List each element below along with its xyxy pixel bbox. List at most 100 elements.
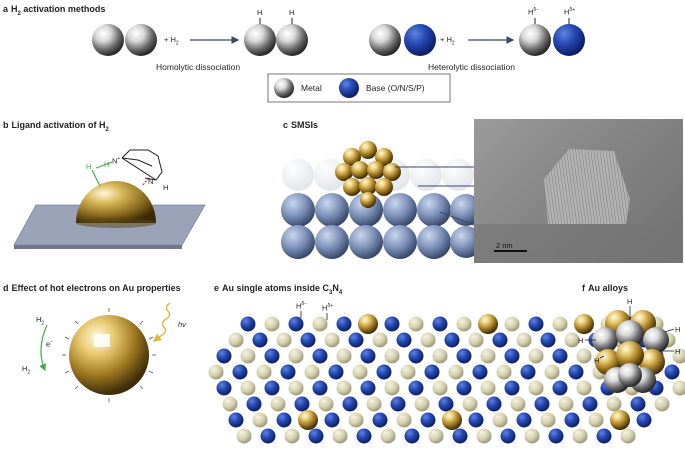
- carbon-atom: [480, 348, 496, 364]
- nitrogen-atom: [404, 428, 420, 444]
- nitrogen-atom: [376, 364, 392, 380]
- alloy-h-label: H: [675, 325, 681, 334]
- n-plus-label: N+: [112, 156, 121, 166]
- carbon-atom: [480, 380, 496, 396]
- nitrogen-atom: [264, 380, 280, 396]
- gold-dome-base: [76, 218, 156, 228]
- metal-sphere: [519, 24, 551, 56]
- highlight: [94, 334, 110, 347]
- carbon-atom: [380, 428, 396, 444]
- alloy-h-label: H: [578, 336, 584, 345]
- alloy-h-label: H: [627, 297, 633, 306]
- carbon-atom: [318, 396, 334, 412]
- supported-particle: [544, 149, 630, 224]
- nitrogen-atom: [548, 428, 564, 444]
- nitrogen-atom: [596, 428, 612, 444]
- nitrogen-atom: [552, 380, 568, 396]
- carbon-atom: [420, 332, 436, 348]
- nitrogen-atom: [456, 348, 472, 364]
- scale-bar-label: 2 nm: [496, 241, 513, 250]
- support-slab-edge: [14, 245, 182, 249]
- carbon-atom: [576, 348, 592, 364]
- hv-wave-arrow: [152, 333, 163, 342]
- nitrogen-atom: [312, 348, 328, 364]
- panel-c-graphics: [281, 141, 546, 259]
- nitrogen-atom: [630, 396, 646, 412]
- carbon-atom: [492, 412, 508, 428]
- panel-d-graphics: [39, 302, 171, 402]
- h2-bottom-label: H2: [22, 364, 31, 376]
- carbon-atom: [432, 380, 448, 396]
- red-bond: [142, 175, 151, 186]
- carbon-atom: [400, 364, 416, 380]
- nitrogen-atom: [552, 348, 568, 364]
- carbon-atom: [332, 428, 348, 444]
- carbon-atom: [384, 348, 400, 364]
- au-single-atom: [358, 314, 378, 334]
- nitrogen-atom: [240, 316, 256, 332]
- carbon-atom: [558, 396, 574, 412]
- nitrogen-atom: [300, 332, 316, 348]
- nitrogen-atom: [356, 428, 372, 444]
- heterolytic-caption: Heterolytic dissociation: [428, 62, 515, 72]
- carbon-atom: [240, 348, 256, 364]
- nitrogen-atom: [500, 428, 516, 444]
- nitrogen-atom: [472, 364, 488, 380]
- nitrogen-atom: [348, 332, 364, 348]
- panel-letter: c: [283, 120, 289, 130]
- carbon-atom: [324, 332, 340, 348]
- base-sphere: [553, 24, 585, 56]
- ligand-skeleton: [121, 157, 153, 167]
- surface-electrons: [62, 308, 156, 402]
- nitrogen-atom: [246, 396, 262, 412]
- alloy-atom: [616, 341, 644, 369]
- nitrogen-atom: [228, 412, 244, 428]
- h-atom-label: H: [289, 8, 295, 17]
- carbon-atom: [366, 396, 382, 412]
- nitrogen-atom: [636, 412, 652, 428]
- nitrogen-atom: [360, 348, 376, 364]
- carbon-atom: [222, 396, 238, 412]
- carbon-atom: [372, 332, 388, 348]
- nitrogen-atom: [444, 332, 460, 348]
- tem-texture: [474, 149, 683, 263]
- carbon-atom: [276, 332, 292, 348]
- nitrogen-atom: [504, 380, 520, 396]
- carbon-atom: [576, 380, 592, 396]
- carbon-atom: [654, 396, 670, 412]
- nitrogen-atom: [540, 332, 556, 348]
- nitrogen-atom: [564, 412, 580, 428]
- nitrogen-atom: [328, 364, 344, 380]
- carbon-atom: [336, 380, 352, 396]
- carbon-atom: [504, 316, 520, 332]
- nitrogen-atom: [294, 396, 310, 412]
- ligand-skeleton: [121, 149, 163, 181]
- alloy-atom: [616, 320, 644, 348]
- legend-metal-swatch: [274, 78, 294, 98]
- h-delta-minus-label: Hδ−: [528, 7, 540, 17]
- carbon-atom: [396, 412, 412, 428]
- hv-wave: [161, 302, 171, 336]
- carbon-atom: [552, 316, 568, 332]
- carbon-atom: [524, 428, 540, 444]
- carbon-atom: [336, 348, 352, 364]
- carbon-atom: [496, 364, 512, 380]
- nitrogen-atom: [312, 380, 328, 396]
- green-curved-arrow: [39, 324, 48, 372]
- nitrogen-atom: [408, 380, 424, 396]
- carbon-atom: [208, 364, 224, 380]
- h-delta-minus-label: Hδ−: [296, 301, 308, 311]
- tem-image: [474, 119, 683, 263]
- carbon-atom: [672, 380, 685, 396]
- carbon-atom: [572, 428, 588, 444]
- au-single-atom: [478, 314, 498, 334]
- au-single-atom: [442, 410, 462, 430]
- au-single-atom: [610, 410, 630, 430]
- carbon-atom: [384, 380, 400, 396]
- nitrogen-atom: [568, 364, 584, 380]
